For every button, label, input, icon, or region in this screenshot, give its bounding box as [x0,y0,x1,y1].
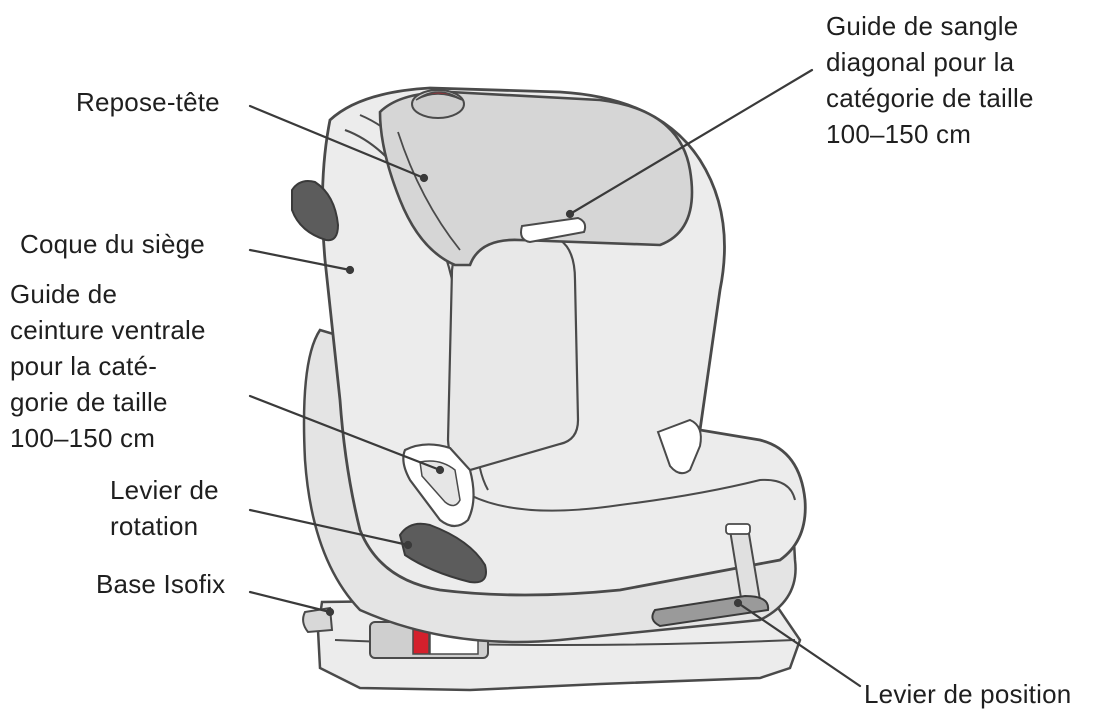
leader-rotation-lever-dot [403,540,413,550]
rotation-lever-shape [398,522,487,584]
headrest-button-red [415,91,463,101]
label-diagonal-belt-guide-line: Guide de sangle [826,11,1019,41]
label-headrest-text: Repose-tête [76,87,220,117]
shell-side-knob [291,180,340,242]
right-lap-guide [656,418,702,475]
isofix-connector [302,606,334,634]
leader-seat-shell [248,248,352,272]
diagonal-belt-guide-shape [520,216,587,244]
leader-lines [248,68,862,688]
leader-headrest-dot [419,173,429,183]
label-rotation-lever-line: Levier de [110,475,219,505]
seat-cushion-line [469,478,796,512]
leader-diagonal-belt-guide [568,68,814,216]
label-diagonal-belt-guide-line: 100–150 cm [826,119,972,149]
label-lap-belt-guide: Guide de ceinture ventrale pour la caté-… [10,276,206,456]
leader-position-lever [736,601,862,688]
label-diagonal-belt-guide-line: diagonal pour la [826,47,1015,77]
leader-position-lever-dot [733,598,743,608]
leader-isofix-base-dot [325,607,335,617]
label-rotation-lever: Levier de rotation [110,472,219,544]
backrest-panel [446,238,580,472]
label-isofix-base-text: Base Isofix [96,569,226,599]
headrest-shape [378,90,694,267]
label-seat-shell: Coque du siège [20,226,205,262]
label-lap-belt-guide-line: gorie de taille [10,387,168,417]
leader-lap-belt-guide-dot [435,465,445,475]
position-lever-cap [725,523,751,535]
label-seat-shell-text: Coque du siège [20,229,205,259]
label-lap-belt-guide-line: Guide de [10,279,118,309]
leader-seat-shell-dot [345,265,355,275]
leader-lap-belt-guide [248,394,442,472]
label-position-lever-text: Levier de position [864,679,1072,709]
leader-rotation-lever [248,508,410,547]
leader-diagonal-belt-guide-dot [565,209,575,219]
label-position-lever: Levier de position [864,676,1071,712]
label-diagonal-belt-guide-line: catégorie de taille [826,83,1034,113]
label-diagonal-belt-guide: Guide de sangle diagonal pour la catégor… [826,8,1034,152]
headrest-button-base [411,89,465,119]
label-isofix-base: Base Isofix [96,566,225,602]
headrest-wing-line [397,131,461,251]
label-lap-belt-guide-line: 100–150 cm [10,423,156,453]
leader-headrest [248,104,426,180]
lap-belt-guide-inner [419,460,461,507]
label-rotation-lever-line: rotation [110,511,199,541]
label-lap-belt-guide-line: ceinture ventrale [10,315,206,345]
label-headrest: Repose-tête [76,84,220,120]
leader-isofix-base [248,590,332,614]
label-lap-belt-guide-line: pour la caté- [10,351,158,381]
